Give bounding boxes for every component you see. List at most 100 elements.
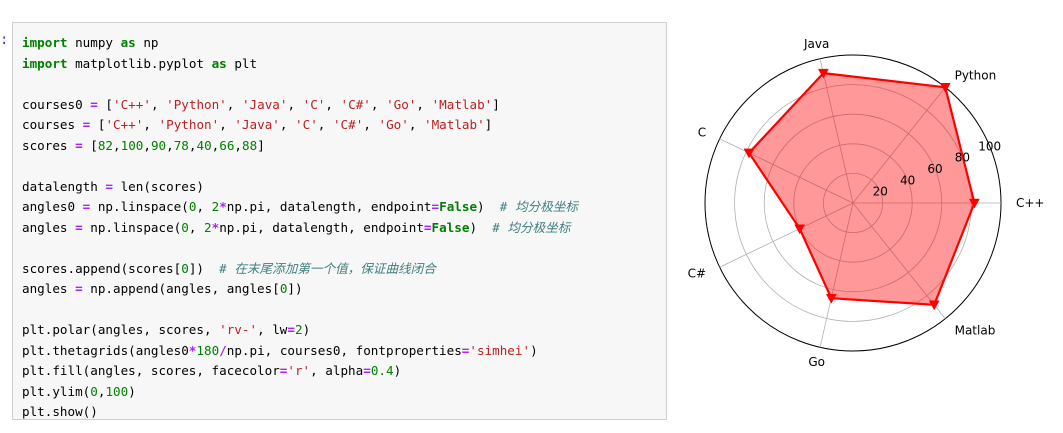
code-line: scores.append(scores[0]) # 在末尾添加第一个值，保证曲… [22,259,578,280]
code-token: import [22,55,68,71]
code-token: np [135,35,159,50]
code-line: angles = np.append(angles, angles[0]) [22,279,578,300]
code-line: scores = [82,100,90,78,40,66,88] [22,136,578,157]
code-token: 'r' [287,363,311,378]
code-token: [ [97,96,114,112]
code-token: 'simhei' [469,342,531,358]
code-token: 'C' [302,96,326,112]
code-token: ) [469,219,493,235]
category-label: C# [688,267,706,281]
code-token: 'Matlab' [424,117,485,132]
code-token: ] [492,96,500,112]
code-token: np.pi, datalength, endpoint [219,219,424,235]
category-label: C++ [1016,196,1045,210]
code-token: ) [530,342,538,358]
code-line: import numpy as np [22,33,578,54]
code-token: 'Go' [378,117,409,132]
code-token: ) [128,383,136,399]
code-token: , alpha [310,363,364,378]
code-token: 'Java' [241,96,288,112]
data-point-marker [939,83,951,93]
code-token: 'Java' [234,117,280,132]
radial-tick-label: 100 [978,139,1001,153]
code-token: scores.append(scores[ [22,260,182,276]
code-token: scores [22,137,76,153]
code-line: angles0 = np.linspace(0, 2*np.pi, datale… [22,197,578,218]
angular-gridline [852,87,946,204]
code-token: , [150,96,167,112]
code-token: # 在末尾添加第一个值，保证曲线闭合 [219,260,436,276]
code-line: plt.fill(angles, scores, facecolor='r', … [22,361,578,382]
code-token: = [82,117,91,132]
code-token: courses [22,117,83,132]
data-point-marker [743,148,755,159]
code-token: plt [226,55,258,71]
code-token: , [211,137,220,153]
code-line: angles = np.linspace(0, 2*np.pi, datalen… [22,218,578,239]
code-token: # 均分极坐标 [499,199,578,214]
code-token: 'C#' [332,117,364,132]
code-token: 'Python' [166,96,227,112]
code-token: , [363,117,379,132]
code-token: plt.fill(angles, scores, facecolor [22,363,280,378]
code-token: ]) [188,260,220,276]
code-token: as [211,55,227,71]
category-label: Java [803,37,829,51]
code-token: ]) [287,281,303,296]
code-line: import matplotlib.pyplot as plt [22,54,578,75]
data-point-marker [928,300,940,311]
radial-tick-label: 40 [900,173,915,187]
data-point-marker [825,293,837,304]
category-label: Python [955,69,997,83]
code-line: courses = ['C++', 'Python', 'Java', 'C',… [22,115,578,136]
code-token: 66 [219,137,235,153]
code-token: 'C' [295,117,318,132]
angular-gridline [719,138,854,204]
code-token: plt.ylim( [22,383,91,399]
category-label: Go [808,355,825,369]
angular-gridline [719,202,854,268]
code-token: False [431,219,470,235]
code-line: datalength = len(scores) [22,177,578,198]
data-point-marker [968,198,980,209]
code-token: 0 [279,281,288,296]
code-token: ) [477,199,500,214]
code-token: angles [22,219,76,235]
code-token: ) [393,363,402,378]
code-token: 180 [196,342,220,358]
angular-gridline [819,202,854,348]
code-token: ] [484,117,493,132]
code-token: , [97,383,106,399]
code-token: = [90,96,98,112]
code-token: numpy [67,35,121,50]
radial-tick-label: 80 [955,151,970,165]
code-token: as [120,35,136,50]
code-token: 'Matlab' [431,96,493,112]
code-line [22,238,578,259]
code-token: , [287,96,303,112]
code-token: plt.thetagrids(angles0 [22,342,189,358]
code-token: = [75,281,83,296]
angular-gridline [852,202,946,319]
code-token: 'C++' [113,96,151,112]
code-token: , [143,117,159,132]
code-line [22,300,578,321]
code-token: , [416,96,432,112]
code-token: np.pi, courses0, fontproperties [226,342,462,358]
code-token: 100 [120,137,144,153]
code-token: 40 [196,137,212,153]
code-token: len(scores) [113,178,204,194]
code-line: plt.thetagrids(angles0*180/np.pi, course… [22,341,578,362]
code-token: , [219,117,235,132]
code-token: = [279,363,288,378]
code-token: np.append(angles, angles[ [82,281,280,296]
code-token: * [211,219,220,235]
code-token: [ [90,117,106,132]
code-token: # 均分极坐标 [492,219,571,235]
score-line [747,71,976,306]
code-line: plt.polar(angles, scores, 'rv-', lw=2) [22,320,578,341]
code-token: 'Go' [386,96,417,112]
